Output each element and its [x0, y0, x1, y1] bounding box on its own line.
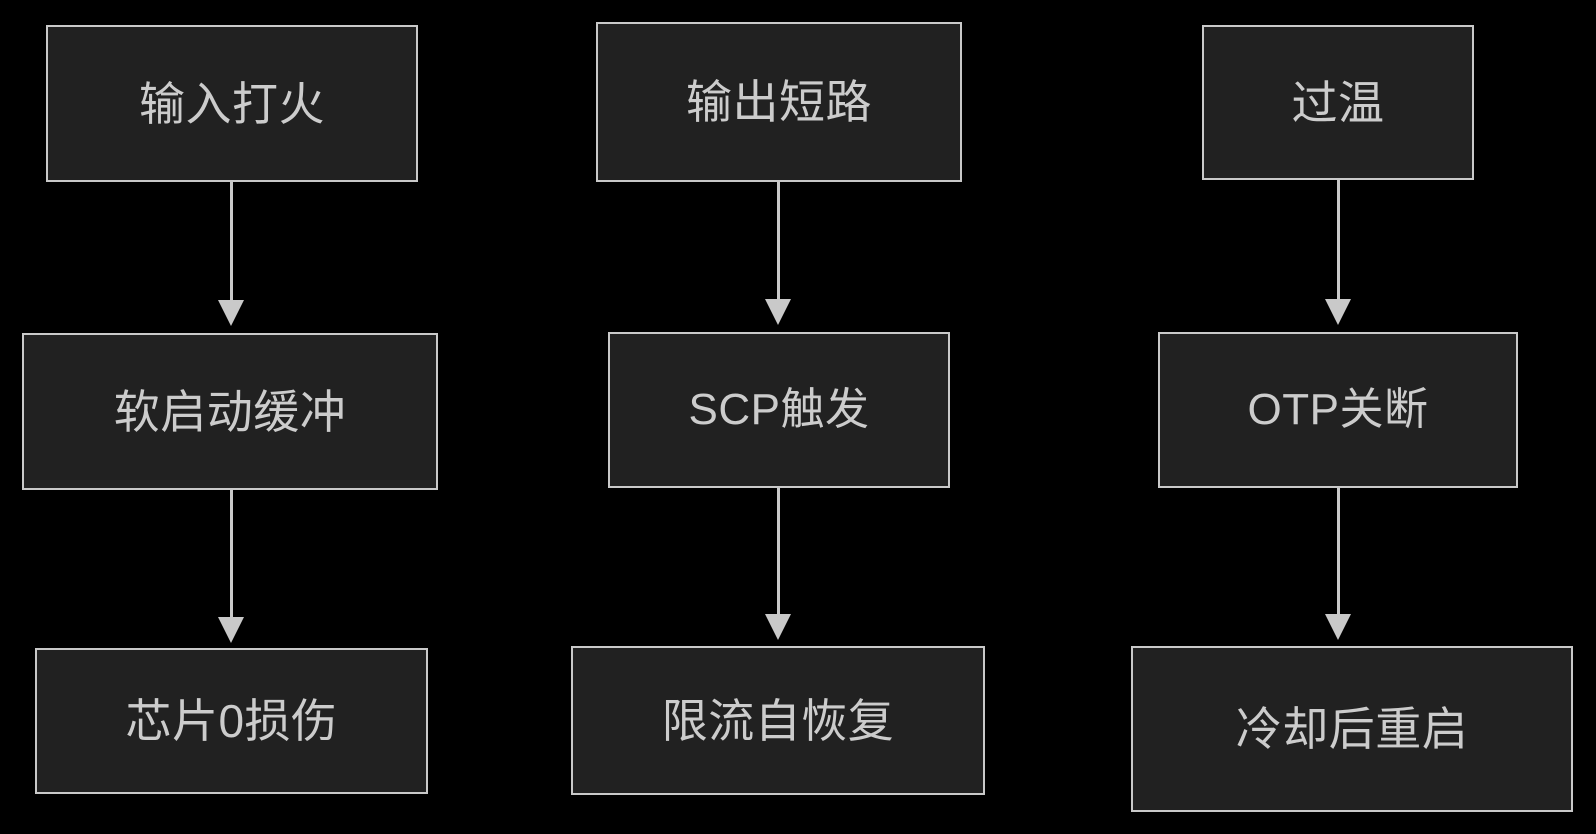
edge-soft-start-to-zero-damage [230, 490, 233, 619]
arrow-down-icon [218, 617, 244, 643]
edge-output-short-to-scp-trigger [777, 182, 780, 301]
arrow-down-icon [218, 300, 244, 326]
node-label: OTP关断 [1247, 385, 1429, 434]
node-label: 限流自恢复 [661, 694, 895, 747]
arrow-down-icon [1325, 614, 1351, 640]
edge-over-temperature-to-otp-shutdown [1337, 180, 1340, 301]
node-scp-trigger[interactable]: SCP触发 [608, 332, 950, 488]
node-output-short-circuit[interactable]: 输出短路 [596, 22, 962, 182]
node-label: 芯片0损伤 [125, 695, 338, 747]
node-chip-zero-damage[interactable]: 芯片0损伤 [35, 648, 428, 794]
node-label: SCP触发 [688, 385, 870, 434]
node-label: 冷却后重启 [1235, 703, 1469, 755]
node-input-arc[interactable]: 输入打火 [46, 25, 418, 182]
arrow-down-icon [765, 614, 791, 640]
edge-scp-trigger-to-current-limit-recovery [777, 488, 780, 616]
node-restart-after-cooling[interactable]: 冷却后重启 [1131, 646, 1573, 812]
node-over-temperature[interactable]: 过温 [1202, 25, 1474, 180]
arrow-down-icon [1325, 299, 1351, 325]
edge-otp-shutdown-to-restart-after-cooling [1337, 488, 1340, 616]
node-label: 软启动缓冲 [113, 385, 347, 438]
node-soft-start-buffer[interactable]: 软启动缓冲 [22, 333, 438, 490]
node-label: 输入打火 [139, 77, 325, 130]
node-label: 过温 [1291, 76, 1385, 129]
node-current-limit-auto-recovery[interactable]: 限流自恢复 [571, 646, 985, 795]
arrow-down-icon [765, 299, 791, 325]
node-label: 输出短路 [686, 76, 872, 128]
node-otp-shutdown[interactable]: OTP关断 [1158, 332, 1518, 488]
edge-input-arc-to-soft-start [230, 182, 233, 302]
